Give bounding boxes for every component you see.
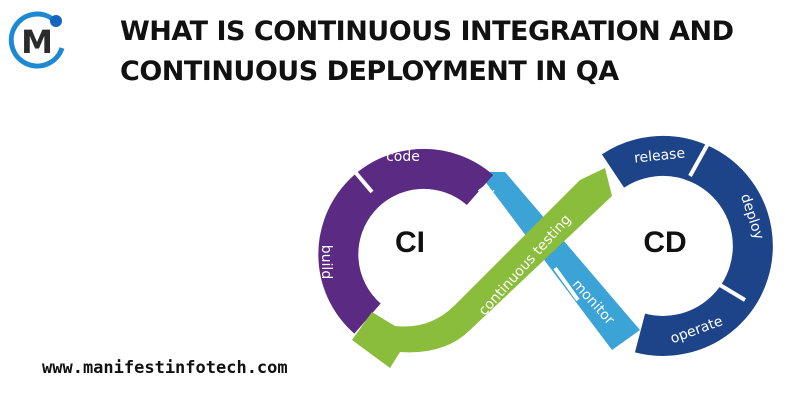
ci-label: CI xyxy=(395,226,425,259)
company-logo: M xyxy=(8,11,65,69)
continuous-testing-band xyxy=(352,168,612,368)
title-line-1: WHAT IS CONTINUOUS INTEGRATION AND xyxy=(120,16,734,47)
svg-text:M: M xyxy=(21,23,53,61)
arc-separators xyxy=(343,139,747,302)
stage-build: build xyxy=(318,245,334,279)
plan-monitor-band xyxy=(478,172,640,350)
website-url: www.manifestinfotech.com xyxy=(42,358,288,378)
stage-code: code xyxy=(386,149,420,165)
cd-arc xyxy=(601,135,773,356)
ci-arc xyxy=(318,148,494,334)
page-title: WHAT IS CONTINUOUS INTEGRATION AND CONTI… xyxy=(120,12,800,92)
cd-label: CD xyxy=(643,226,686,259)
stage-release: release xyxy=(633,145,685,166)
title-line-2: CONTINUOUS DEPLOYMENT IN QA xyxy=(120,56,619,87)
